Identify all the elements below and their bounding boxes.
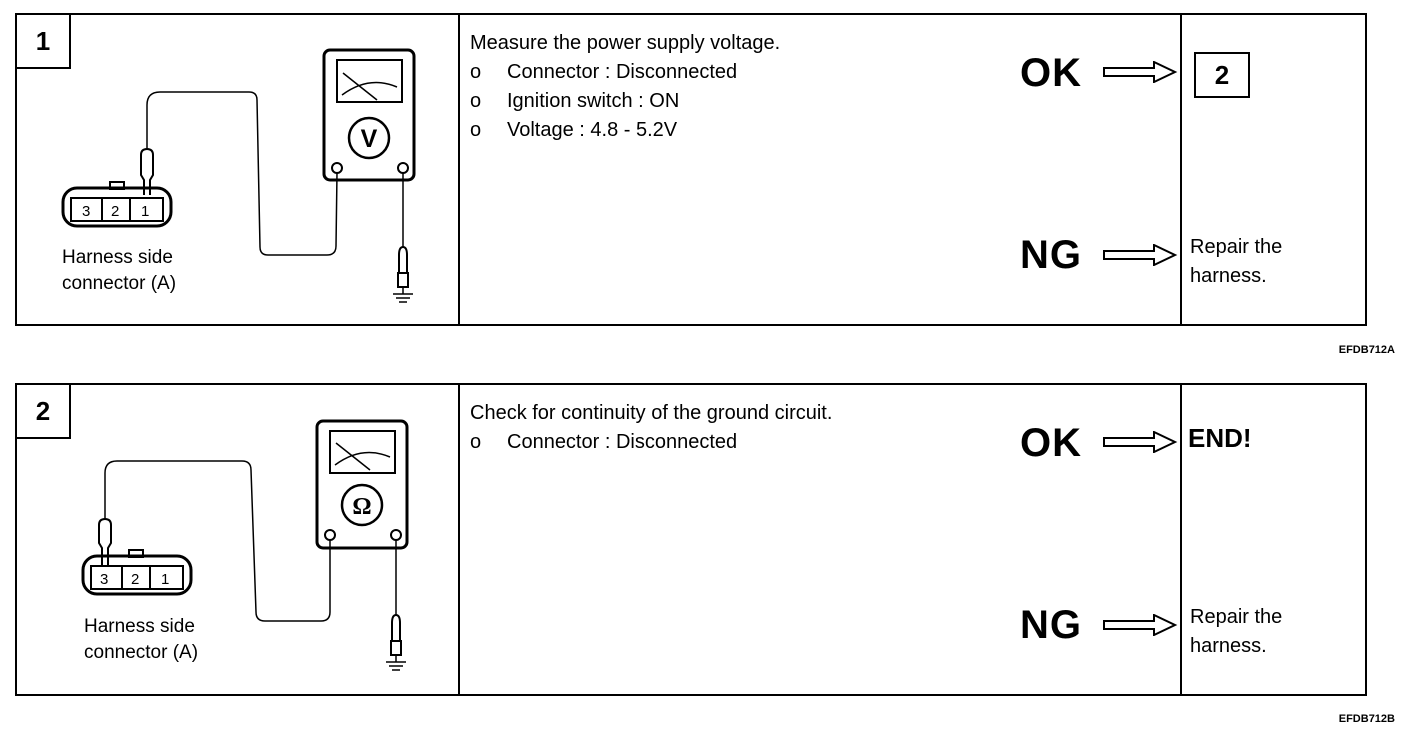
step-1-panel: 3 2 1 V — [15, 13, 1367, 326]
probe-icon — [98, 473, 112, 567]
connector-pin-2: 2 — [131, 571, 139, 588]
voltmeter-icon: V — [322, 48, 416, 182]
connector-label-line-1: Harness side — [84, 616, 195, 637]
step-2-panel: 3 2 1 Ω — [15, 383, 1367, 696]
ok-label: OK — [1020, 51, 1082, 95]
ng-label: NG — [1020, 603, 1082, 647]
instruction-block: Check for continuity of the ground circu… — [470, 399, 832, 457]
connector-label: Harness side connector (A) — [84, 614, 198, 666]
ground-symbol-icon — [393, 287, 413, 303]
bullet-item: o Connector : Disconnected — [470, 58, 780, 87]
connector-label-line-2: connector (A) — [84, 642, 199, 663]
step-1-wiring-diagram: 3 2 1 V — [61, 48, 416, 303]
bullet-item: o Connector : Disconnected — [470, 428, 832, 457]
bullet-text: Ignition switch : ON — [507, 90, 680, 112]
connector-pin-3: 3 — [100, 571, 108, 588]
bullet-mark: o — [470, 61, 482, 83]
meter-symbol: Ω — [352, 494, 371, 520]
instruction-title: Measure the power supply voltage. — [470, 32, 781, 54]
step-1-diagram-column: 3 2 1 V — [17, 15, 460, 324]
step-1-result-column: 2 Repair the harness. — [1182, 15, 1365, 324]
bullet-item: o Voltage : 4.8 - 5.2V — [470, 116, 780, 145]
bullet-text: Voltage : 4.8 - 5.2V — [507, 119, 678, 141]
step-2-result-column: END! Repair the harness. — [1182, 385, 1365, 694]
probe-icon — [140, 105, 154, 195]
ground-probe-icon — [397, 245, 409, 288]
step-2-instruction-column: Check for continuity of the ground circu… — [460, 385, 1182, 694]
connector-pin-1: 1 — [141, 203, 149, 220]
bullet-text: Connector : Disconnected — [507, 61, 738, 83]
ng-result-line-2: harness. — [1190, 635, 1267, 657]
bullet-mark: o — [470, 431, 482, 453]
ng-result: Repair the harness. — [1190, 603, 1282, 661]
connector-pin-1: 1 — [161, 571, 169, 588]
step-2-diagram-column: 3 2 1 Ω — [17, 385, 460, 694]
connector-label: Harness side connector (A) — [62, 245, 176, 297]
arrow-right-icon — [1103, 61, 1178, 83]
harness-connector-icon: 3 2 1 — [81, 549, 193, 596]
ng-result-line-1: Repair the — [1190, 236, 1283, 258]
connector-label-line-1: Harness side — [62, 247, 173, 268]
figure-code: EFDB712A — [1338, 344, 1395, 356]
ok-label: OK — [1020, 421, 1082, 465]
ng-label: NG — [1020, 233, 1082, 277]
figure-code: EFDB712B — [1338, 713, 1395, 725]
ground-probe-icon — [390, 613, 402, 656]
next-step-box[interactable]: 2 — [1194, 52, 1250, 98]
instruction-block: Measure the power supply voltage. o Conn… — [470, 29, 780, 145]
step-1-instruction-column: Measure the power supply voltage. o Conn… — [460, 15, 1182, 324]
harness-connector-icon: 3 2 1 — [61, 181, 173, 228]
step-number-box: 2 — [17, 385, 71, 439]
connector-pin-2: 2 — [111, 203, 119, 220]
ohmmeter-icon: Ω — [315, 419, 409, 550]
bullet-text: Connector : Disconnected — [507, 431, 738, 453]
end-result: END! — [1188, 423, 1252, 453]
ng-result: Repair the harness. — [1190, 233, 1282, 291]
instruction-title: Check for continuity of the ground circu… — [470, 402, 833, 424]
bullet-mark: o — [470, 90, 482, 112]
ground-symbol-icon — [386, 655, 406, 671]
ng-result-line-1: Repair the — [1190, 606, 1283, 628]
bullet-item: o Ignition switch : ON — [470, 87, 780, 116]
arrow-right-icon — [1103, 614, 1178, 636]
step-2-wiring-diagram: 3 2 1 Ω — [81, 419, 409, 671]
arrow-right-icon — [1103, 244, 1178, 266]
ng-result-line-2: harness. — [1190, 265, 1267, 287]
bullet-mark: o — [470, 119, 482, 141]
connector-label-line-2: connector (A) — [62, 273, 177, 294]
step-number-box: 1 — [17, 15, 71, 69]
arrow-right-icon — [1103, 431, 1178, 453]
connector-pin-3: 3 — [82, 203, 90, 220]
meter-symbol: V — [361, 125, 378, 153]
